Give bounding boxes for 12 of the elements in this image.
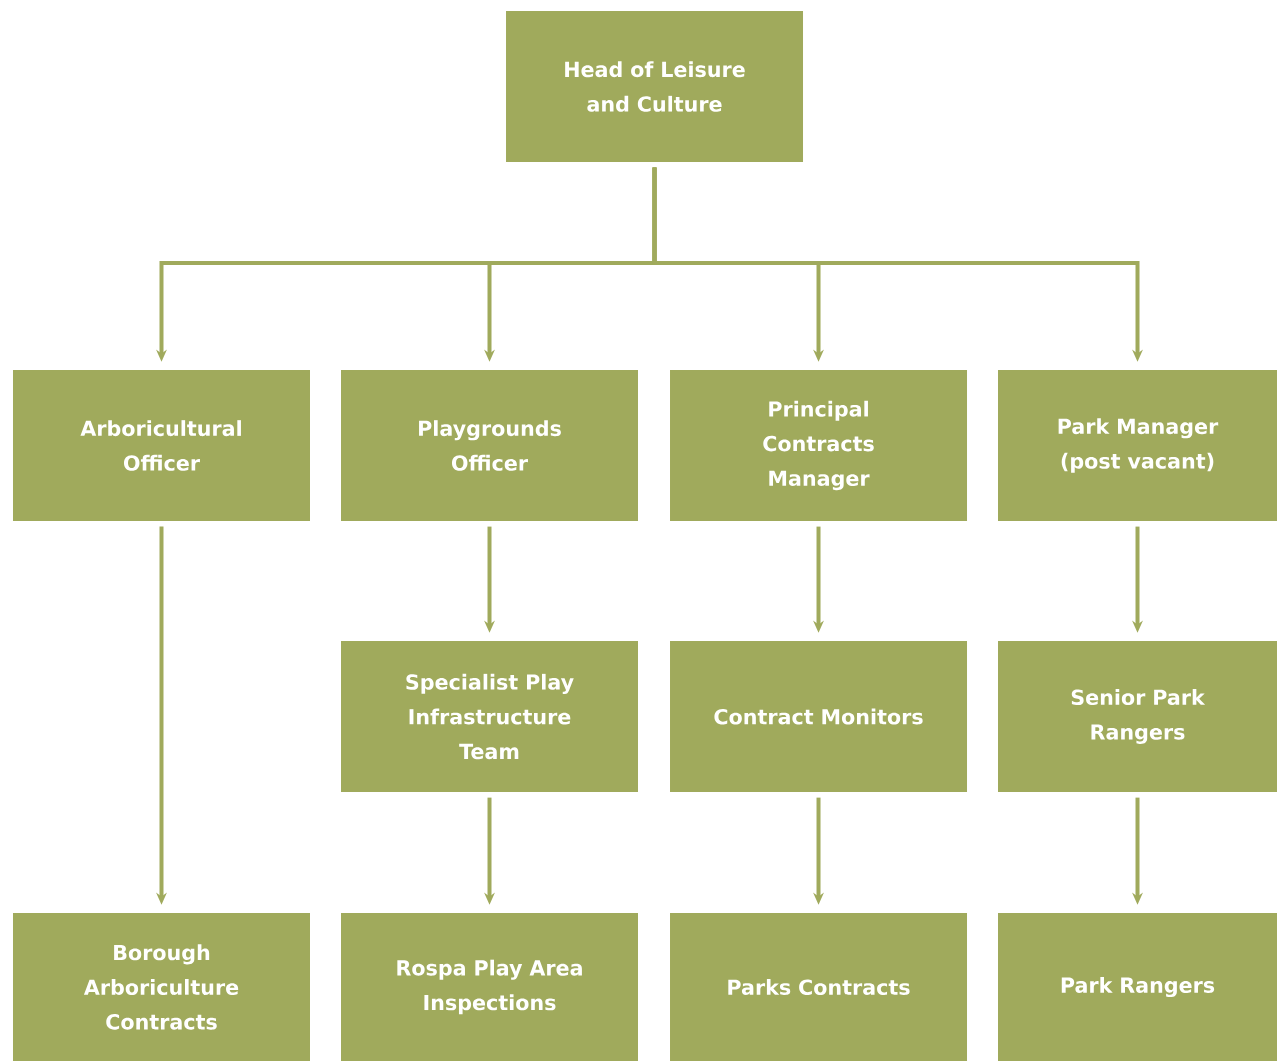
org-box: Parks Contracts [670,913,967,1061]
org-box: Borough Arboriculture Contracts [13,913,310,1061]
org-box: Contract Monitors [670,641,967,792]
org-box: Arboricultural Officer [13,370,310,521]
org-box: Park Rangers [998,913,1277,1061]
org-box: Playgrounds Officer [341,370,638,521]
org-box: Senior Park Rangers [998,641,1277,792]
org-box: Park Manager (post vacant) [998,370,1277,521]
org-box: Principal Contracts Manager [670,370,967,521]
org-box: Specialist Play Infrastructure Team [341,641,638,792]
org-box: Rospa Play Area Inspections [341,913,638,1061]
org-box: Head of Leisure and Culture [506,11,803,162]
